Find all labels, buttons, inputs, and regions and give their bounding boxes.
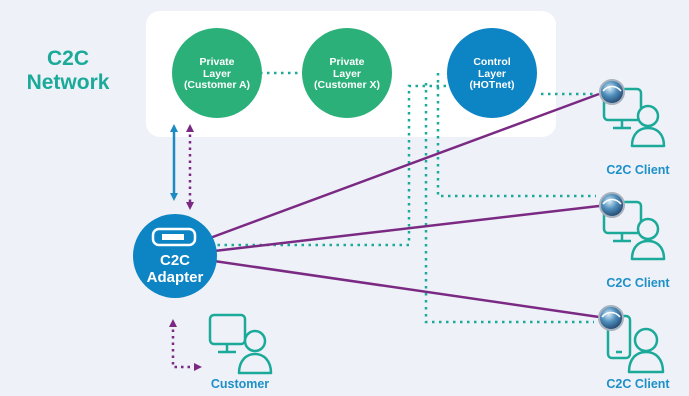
adapter-device-icon [151, 227, 197, 247]
control-layer-hotnet-label: Control Layer (HOTnet) [469, 56, 515, 91]
adapter-link-client-2 [213, 204, 600, 253]
client-2-label: C2C Client [606, 276, 670, 290]
c2c-adapter-label: C2C Adapter [146, 252, 204, 286]
private-layer-customer-x-label: Private Layer (Customer X) [314, 56, 380, 91]
c2c-network-title: C2C Network [26, 47, 110, 94]
private-layer-customer-x-node [302, 28, 392, 118]
adapter-client-links [209, 92, 600, 319]
adapter-customer-arrow [169, 319, 202, 371]
client-1-globe-icon [599, 79, 625, 105]
control-link-client-3 [424, 83, 594, 324]
client-1-label: C2C Client [606, 163, 670, 177]
adapter-link-client-1 [209, 92, 600, 240]
client-2-globe-icon [599, 192, 625, 218]
customer-desktop-icon [208, 313, 273, 375]
client-3-label: C2C Client [606, 377, 670, 391]
control-layer-hotnet-node [447, 28, 537, 118]
private-layer-customer-a-label: Private Layer (Customer A) [183, 56, 251, 91]
control-layer-links [216, 73, 597, 324]
adapter-link-client-3 [213, 259, 600, 319]
private-layer-customer-a-node [172, 28, 262, 118]
customer-label: Customer [210, 377, 270, 391]
client-3-globe-icon [598, 305, 624, 331]
